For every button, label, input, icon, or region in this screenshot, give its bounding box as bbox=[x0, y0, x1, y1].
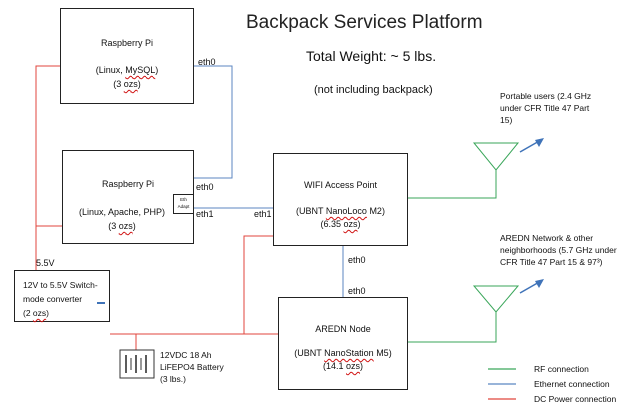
eth-line-rpi-top-to-rpi-mid bbox=[192, 65, 233, 179]
rf-lines bbox=[408, 170, 497, 343]
signal-arrow-top-icon bbox=[519, 138, 544, 153]
antenna-top-label-2: under CFR Title 47 Part bbox=[500, 103, 590, 113]
voltage-label: 5.5V bbox=[36, 258, 55, 268]
dc-line-rpi-top bbox=[35, 65, 60, 270]
legend-dc-label: DC Power connection bbox=[534, 394, 617, 404]
legend-ethernet-label: Ethernet connection bbox=[534, 379, 610, 389]
dc-line-wifi bbox=[243, 235, 274, 334]
rpi-mid-name: Raspberry Pi bbox=[101, 179, 155, 189]
antenna-bottom-icon bbox=[472, 285, 520, 313]
signal-arrow-bottom-icon bbox=[519, 279, 544, 294]
wifi-access-point-box: WIFI Access Point (UBNT NanoLoco M2) (6.… bbox=[273, 153, 408, 246]
raspberry-pi-mid-box: Raspberry Pi (Linux, Apache, PHP) (3 ozs… bbox=[62, 150, 194, 244]
converter-line-1: 12V to 5.5V Switch- bbox=[23, 280, 98, 290]
converter-line-2: mode converter bbox=[23, 294, 83, 304]
antenna-bottom-label-2: neighborhoods (5.7 GHz under bbox=[500, 245, 617, 255]
antenna-top-label-3: 15) bbox=[500, 115, 513, 125]
battery-line-3: (3 lbs.) bbox=[160, 374, 186, 384]
aredn-name: AREDN Node bbox=[315, 324, 371, 334]
raspberry-pi-top-box: Raspberry Pi (Linux, MySQL) (3 ozs) bbox=[60, 8, 194, 104]
port-label-wifi-eth1: eth1 bbox=[254, 209, 272, 219]
rf-line-aredn-antenna bbox=[408, 312, 497, 343]
dc-power-lines bbox=[35, 65, 278, 350]
aredn-model: (UBNT NanoStation M5) bbox=[294, 348, 392, 358]
wifi-model: (UBNT NanoLoco M2) bbox=[296, 206, 385, 216]
port-label-rpi-mid-eth0: eth0 bbox=[196, 182, 214, 192]
wifi-name: WIFI Access Point bbox=[303, 180, 378, 190]
total-weight-label: Total Weight: ~ 5 lbs. bbox=[306, 48, 437, 64]
legend-swatches bbox=[488, 368, 516, 400]
port-label-rpi-mid-eth1: eth1 bbox=[196, 209, 214, 219]
ethernet-lines bbox=[192, 65, 344, 297]
eth-adapter-label-1: Eth bbox=[180, 197, 187, 202]
battery-line-2: LiFEPO4 Battery bbox=[160, 362, 224, 372]
wifi-weight: (6.35 ozs) bbox=[320, 219, 361, 229]
converter-box: 12V to 5.5V Switch- mode converter (2 oz… bbox=[14, 270, 110, 322]
battery-icon bbox=[119, 349, 155, 379]
rpi-top-weight: (3 ozs) bbox=[113, 79, 141, 89]
port-label-wifi-eth0: eth0 bbox=[348, 255, 366, 265]
weight-note: (not including backpack) bbox=[314, 84, 433, 96]
antenna-top-label-1: Portable users (2.4 GHz bbox=[500, 91, 592, 101]
eth-adapter-label-2: Adapt bbox=[177, 204, 190, 209]
rpi-top-name: Raspberry Pi bbox=[100, 38, 154, 48]
rf-line-wifi-antenna bbox=[408, 170, 497, 199]
aredn-weight: (14.1 ozs) bbox=[322, 361, 364, 371]
rpi-top-os: (Linux, MySQL) bbox=[95, 65, 159, 75]
aredn-node-box: AREDN Node (UBNT NanoStation M5) (14.1 o… bbox=[278, 297, 408, 390]
converter-link-icon bbox=[97, 302, 105, 304]
antenna-bottom-label-3: CFR Title 47 Part 15 & 97³) bbox=[500, 257, 603, 267]
battery-line-1: 12VDC 18 Ah bbox=[160, 350, 212, 360]
legend-rf-label: RF connection bbox=[534, 364, 589, 374]
eth-adapter-box: Eth Adapt bbox=[173, 194, 194, 214]
port-label-aredn-eth0: eth0 bbox=[348, 286, 366, 296]
antenna-top-icon bbox=[472, 142, 520, 171]
rpi-mid-os: (Linux, Apache, PHP) bbox=[78, 207, 166, 217]
converter-weight: (2 ozs) bbox=[23, 308, 49, 318]
port-label-rpi-top-eth0: eth0 bbox=[198, 57, 216, 67]
antenna-bottom-label-1: AREDN Network & other bbox=[500, 233, 594, 243]
rpi-mid-weight: (3 ozs) bbox=[108, 221, 136, 231]
diagram-title: Backpack Services Platform bbox=[246, 12, 483, 33]
